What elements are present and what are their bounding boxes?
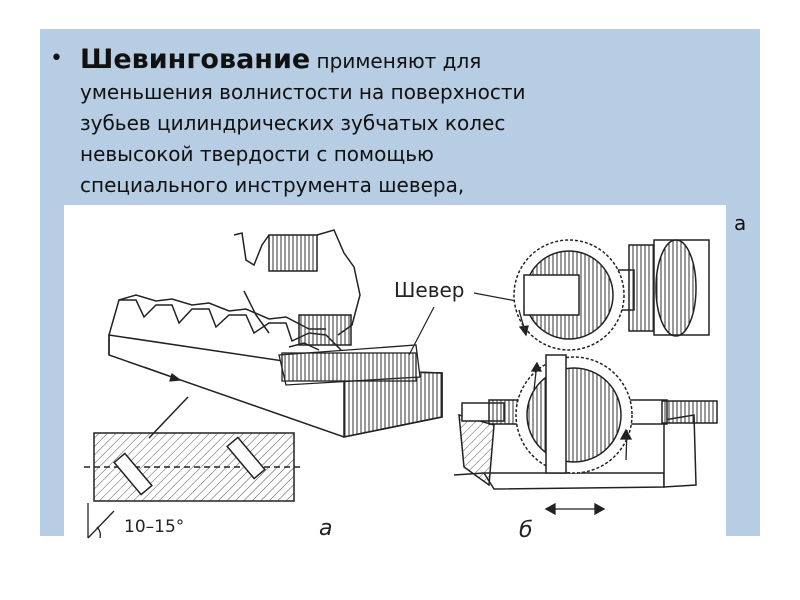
- shaver-tool-a: [233, 229, 361, 351]
- angle-label: 10–15°: [124, 517, 184, 537]
- angle-annotation: [87, 503, 115, 539]
- workpiece-gear-b: [515, 354, 633, 474]
- text-line-2: уменьшения волнистости на поверхности: [80, 80, 526, 104]
- slide-paragraph: Шевингование применяют для уменьшения вол…: [80, 44, 740, 201]
- label-b: б: [519, 518, 533, 543]
- label-a: а: [319, 516, 332, 541]
- bullet-marker: •: [50, 46, 63, 71]
- text-line-1: применяют для: [310, 49, 482, 73]
- term-heading: Шевингование: [80, 44, 311, 75]
- rotation-arrows-b: [518, 309, 633, 516]
- text-line-3: зубьев цилиндрических зубчатых колес: [80, 111, 506, 135]
- shaver-teeth-a: [278, 344, 421, 386]
- shaving-diagram-figure: Шевер 10–15° а: [64, 205, 726, 548]
- text-line-5: специального инструмента шевера,: [80, 173, 465, 197]
- feed-arrow-a: [143, 366, 182, 382]
- shaver-callout-line-2: [408, 306, 435, 356]
- rack-workpiece: [108, 294, 443, 438]
- shaver-label: Шевер: [394, 278, 464, 302]
- overflow-text-fragment: а: [734, 211, 747, 235]
- shaver-gear-b: [513, 239, 625, 351]
- text-line-4: невысокой твердости с помощью: [80, 142, 434, 166]
- shaver-plan-view: [84, 396, 304, 502]
